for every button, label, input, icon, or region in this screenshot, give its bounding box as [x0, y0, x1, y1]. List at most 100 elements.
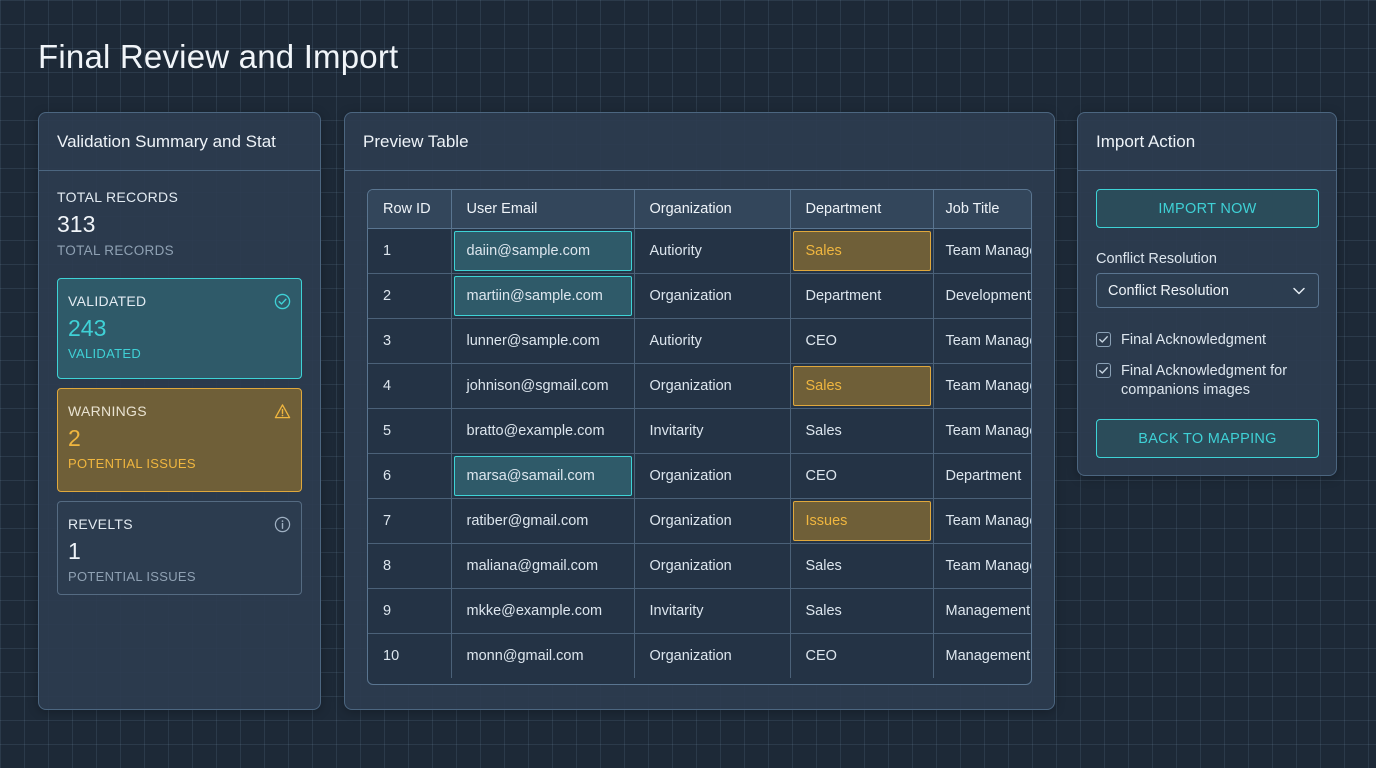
table-cell-department[interactable]: Sales — [790, 228, 934, 274]
table-cell-row-id[interactable]: 6 — [368, 453, 452, 499]
final-acknowledgment-images-label: Final Acknowledgment for companions imag… — [1121, 363, 1288, 398]
table-cell-organization[interactable]: Invitarity — [634, 408, 791, 454]
total-records-value: 313 — [57, 211, 96, 237]
table-cell-job-title[interactable]: Team Manager — [933, 498, 1031, 544]
table-cell-user-email[interactable]: daiin@sample.com — [451, 228, 635, 274]
table-cell-organization[interactable]: Organization — [634, 363, 791, 409]
table-cell-organization[interactable]: Organization — [634, 498, 791, 544]
table-cell-department[interactable]: CEO — [790, 453, 934, 499]
cell-text: 6 — [383, 467, 392, 484]
table-cell-job-title[interactable]: Development — [933, 273, 1031, 319]
table-cell-job-title[interactable]: Management — [933, 633, 1031, 678]
table-cell-department[interactable]: CEO — [790, 633, 934, 678]
validated-card[interactable]: VALIDATED 243 VALIDATED — [57, 278, 302, 379]
cell-text: Organization — [649, 467, 732, 484]
column-header-organization[interactable]: Organization — [634, 190, 791, 229]
table-cell-user-email[interactable]: mkke@example.com — [451, 588, 635, 634]
summary-panel-title: Validation Summary and Stat — [39, 113, 320, 171]
table-cell-row-id[interactable]: 9 — [368, 588, 452, 634]
table-cell-row-id[interactable]: 8 — [368, 543, 452, 589]
column-header-user-email[interactable]: User Email — [451, 190, 635, 229]
table-cell-department[interactable]: Sales — [790, 543, 934, 589]
table-cell-row-id[interactable]: 5 — [368, 408, 452, 454]
revelts-card[interactable]: REVELTS 1 POTENTIAL ISSUES — [57, 501, 302, 595]
table-cell-organization[interactable]: Organization — [634, 453, 791, 499]
table-cell-user-email[interactable]: marsa@samail.com — [451, 453, 635, 499]
table-cell-department[interactable]: Sales — [790, 363, 934, 409]
table-cell-row-id[interactable]: 7 — [368, 498, 452, 544]
column-header-row-id[interactable]: Row ID — [368, 190, 452, 229]
table-cell-organization[interactable]: Autiority — [634, 228, 791, 274]
table-row[interactable]: 6 marsa@samail.com Organization CEO Departme… — [368, 453, 1031, 499]
table-cell-job-title[interactable]: Management — [933, 588, 1031, 634]
table-cell-job-title[interactable]: Team Manager — [933, 228, 1032, 274]
back-to-mapping-button[interactable]: BACK TO MAPPING — [1096, 419, 1319, 458]
cell-text: Management — [945, 647, 1031, 664]
column-header-department[interactable]: Department — [790, 190, 934, 229]
table-cell-organization[interactable]: Organization — [634, 273, 791, 319]
checkmark-icon — [1099, 336, 1108, 343]
cell-text: Autiority — [649, 332, 702, 349]
table-cell-job-title[interactable]: Team Manager — [933, 363, 1031, 409]
validated-label: VALIDATED — [68, 293, 147, 309]
cell-text: Team Manager — [945, 242, 1032, 259]
final-acknowledgment-images-checkbox-row[interactable]: Final Acknowledgment for companions imag… — [1096, 362, 1319, 400]
table-cell-department[interactable]: Sales — [790, 588, 934, 634]
cell-text: martiin@sample.com — [466, 287, 603, 304]
table-cell-user-email[interactable]: ratiber@gmail.com — [451, 498, 635, 544]
column-header-job-title[interactable]: Job Title — [933, 190, 1031, 229]
cell-text: 3 — [383, 332, 392, 349]
table-cell-job-title[interactable]: Team Manager — [933, 408, 1031, 454]
table-cell-user-email[interactable]: martiin@sample.com — [451, 273, 635, 319]
validation-summary-panel: Validation Summary and Stat TOTAL RECORD… — [38, 112, 321, 710]
table-cell-job-title[interactable]: Team Manager — [933, 543, 1031, 589]
preview-panel-title: Preview Table — [345, 113, 1054, 171]
cell-text: Organization — [649, 557, 732, 574]
table-cell-row-id[interactable]: 2 — [368, 273, 452, 319]
cell-text: CEO — [805, 332, 837, 349]
table-cell-user-email[interactable]: lunner@sample.com — [451, 318, 635, 364]
cell-text: 9 — [383, 602, 392, 619]
cell-text: 7 — [383, 512, 392, 529]
warnings-card[interactable]: WARNINGS 2 POTENTIAL ISSUES — [57, 388, 302, 492]
table-cell-department[interactable]: Department — [790, 273, 934, 319]
table-cell-row-id[interactable]: 4 — [368, 363, 452, 409]
table-cell-user-email[interactable]: maliana@gmail.com — [451, 543, 635, 589]
table-row[interactable]: 3 lunner@sample.com Autiority CEO Team Manag… — [368, 318, 1031, 364]
cell-text: Department — [945, 467, 1022, 484]
final-acknowledgment-checkbox-row[interactable]: Final Acknowledgment — [1096, 331, 1319, 350]
table-cell-organization[interactable]: Organization — [634, 633, 791, 678]
table-cell-department[interactable]: Sales — [790, 408, 934, 454]
cell-text: johnison@sgmail.com — [466, 377, 609, 394]
table-cell-user-email[interactable]: johnison@sgmail.com — [451, 363, 635, 409]
table-cell-row-id[interactable]: 1 — [368, 228, 452, 274]
table-cell-row-id[interactable]: 3 — [368, 318, 452, 364]
table-cell-row-id[interactable]: 10 — [368, 633, 452, 678]
table-cell-organization[interactable]: Invitarity — [634, 588, 791, 634]
warnings-label: WARNINGS — [68, 403, 147, 419]
table-cell-department[interactable]: CEO — [790, 318, 934, 364]
table-cell-department[interactable]: Issues — [790, 498, 934, 544]
final-acknowledgment-checkbox[interactable] — [1096, 332, 1111, 347]
table-cell-job-title[interactable]: Team Manager — [933, 318, 1031, 364]
import-now-button[interactable]: IMPORT NOW — [1096, 189, 1319, 228]
table-cell-job-title[interactable]: Department — [933, 453, 1031, 499]
table-cell-user-email[interactable]: monn@gmail.com — [451, 633, 635, 678]
cell-text: Invitarity — [649, 602, 704, 619]
table-cell-user-email[interactable]: bratto@example.com — [451, 408, 635, 454]
conflict-resolution-select[interactable]: Conflict Resolution — [1096, 273, 1319, 308]
final-acknowledgment-images-checkbox[interactable] — [1096, 363, 1111, 378]
cell-text: daiin@sample.com — [466, 242, 591, 259]
cell-text: bratto@example.com — [466, 422, 605, 439]
final-acknowledgment-label: Final Acknowledgment — [1121, 332, 1267, 348]
table-cell-organization[interactable]: Organization — [634, 543, 791, 589]
table-cell-organization[interactable]: Autiority — [634, 318, 791, 364]
